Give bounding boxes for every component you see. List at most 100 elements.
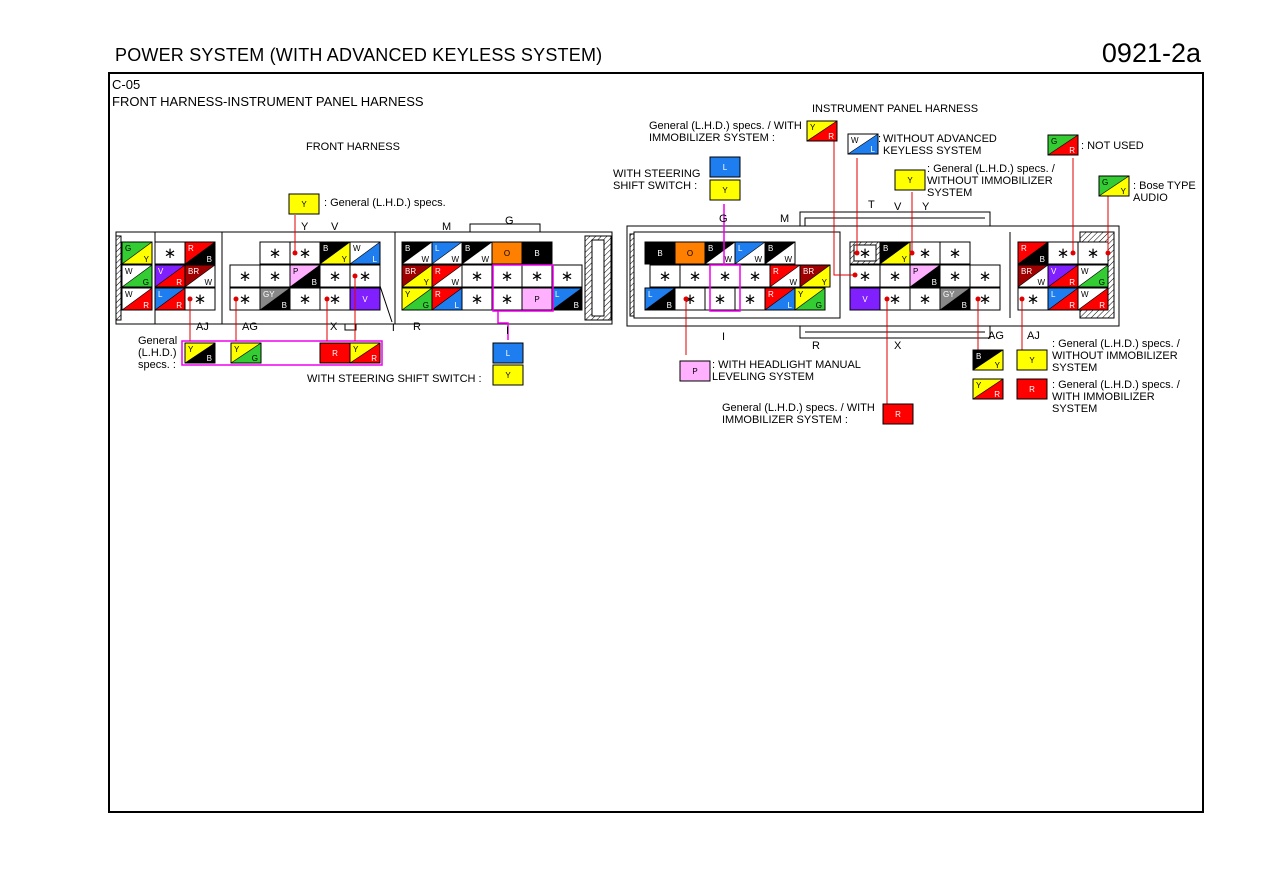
wire-color-code: GY	[263, 290, 275, 299]
unused-mark: ∗	[919, 291, 932, 308]
cavity-ip-mid: ∗	[879, 264, 911, 288]
cavity-ip-left: RL	[764, 287, 796, 311]
conn-label: AJ	[1027, 330, 1040, 342]
general-specs-outline	[181, 340, 383, 366]
unused-mark: ∗	[859, 268, 872, 285]
wire-color-code: Y	[1029, 356, 1035, 365]
unused-mark: ∗	[164, 245, 177, 262]
wire-color-code: P	[534, 295, 539, 304]
wire-stripe-code: W	[451, 255, 459, 264]
wire-with-immob	[833, 138, 855, 276]
wire-color-code: R	[768, 290, 774, 299]
page-number: 0921-2a	[1101, 38, 1201, 68]
conn-label: M	[780, 213, 789, 225]
swatch-steering-l: L	[492, 342, 524, 364]
cavity-right: YG	[401, 287, 433, 311]
note-without-immob-aj: SYSTEM	[1052, 362, 1097, 374]
wire-color-code: O	[504, 249, 510, 258]
cavity-mid: ∗	[229, 264, 261, 288]
unused-mark: ∗	[299, 245, 312, 262]
wire-color-code: L	[1051, 290, 1056, 299]
note-general-multi: General	[138, 335, 177, 347]
wire-color-code: Y	[907, 176, 913, 185]
note-without-adv: KEYLESS SYSTEM	[883, 145, 981, 157]
wire-color-code: L	[555, 290, 560, 299]
wire-color-code: R	[1029, 385, 1035, 394]
unused-mark: ∗	[684, 291, 697, 308]
wire-color-code: L	[506, 349, 511, 358]
wire-stripe-code: L	[871, 145, 876, 154]
unused-mark: ∗	[1087, 245, 1100, 262]
cavity-right: LW	[431, 241, 463, 265]
wire-color-code: GY	[943, 290, 955, 299]
wire-color-code: P	[913, 267, 918, 276]
harness-name: FRONT HARNESS-INSTRUMENT PANEL HARNESS	[112, 94, 424, 109]
cavity-ip-left: BRY	[799, 264, 831, 288]
cavity-right: ∗	[461, 264, 493, 288]
swatch-without-immob: Y	[894, 169, 926, 191]
wire-stripe-code: R	[828, 132, 834, 141]
wire-color-code: BR	[405, 267, 416, 276]
front-harness-caption: FRONT HARNESS	[306, 141, 400, 153]
unused-mark: ∗	[269, 268, 282, 285]
steering-cavity-outline	[492, 264, 554, 312]
wire-color-code: R	[188, 244, 194, 253]
note-headlight: LEVELING SYSTEM	[712, 371, 814, 383]
note-with-immob-aj: : General (L.H.D.) specs. /	[1052, 379, 1181, 391]
unused-mark: ∗	[471, 268, 484, 285]
conn-label: Y	[301, 221, 309, 233]
cavity-right: ∗	[491, 287, 523, 311]
wire-dot	[683, 296, 689, 302]
wire-stripe-code: B	[312, 278, 317, 287]
wire-stripe-code: W	[724, 255, 732, 264]
conn-label: AJ	[196, 321, 209, 333]
wire-color-code: R	[895, 410, 901, 419]
wire-color-code: B	[768, 244, 773, 253]
conn-label: T	[868, 199, 875, 211]
cavity-ip-left: ∗	[679, 264, 711, 288]
swatch-ag-yr: YR	[972, 378, 1004, 400]
note-without-immob-aj: WITHOUT IMMOBILIZER	[1052, 350, 1178, 362]
steering-leader	[497, 311, 509, 340]
cavity-ip-mid: PB	[909, 264, 941, 288]
conn-label: AG	[242, 321, 258, 333]
wire-stripe-code: R	[176, 301, 182, 310]
wire-dot	[352, 273, 358, 279]
wire-color-code: B	[534, 249, 539, 258]
unused-mark: ∗	[979, 268, 992, 285]
wire-stripe-code: W	[481, 255, 489, 264]
wire-stripe-code: R	[1069, 146, 1075, 155]
unused-mark: ∗	[329, 268, 342, 285]
unused-mark: ∗	[659, 268, 672, 285]
ip-harness-caption: INSTRUMENT PANEL HARNESS	[812, 103, 978, 115]
cavity-mid: ∗	[259, 241, 291, 265]
cavity-ip-right: RB	[1017, 241, 1049, 265]
swatch-ag: YG	[230, 342, 262, 364]
conn-label: V	[331, 221, 339, 233]
cavity-ip-left: ∗	[739, 264, 771, 288]
conn-label: V	[894, 201, 902, 213]
cavity-left-a: WG	[121, 264, 153, 288]
swatch-aj: YB	[184, 342, 216, 364]
unused-mark: ∗	[501, 291, 514, 308]
unused-mark: ∗	[299, 291, 312, 308]
wire-color-code: BR	[803, 267, 814, 276]
cavity-ip-left: ∗	[734, 287, 766, 311]
note-steering-ip: SHIFT SWITCH :	[613, 180, 697, 192]
wire-color-code: W	[1081, 290, 1089, 299]
cavity-ip-mid: ∗	[909, 287, 941, 311]
note-without-immob: : General (L.H.D.) specs. /	[927, 163, 1056, 175]
wire-stripe-code: B	[667, 301, 672, 310]
unused-mark: ∗	[501, 268, 514, 285]
cavity-right: O	[491, 241, 523, 265]
wire-color-code: W	[1081, 267, 1089, 276]
wire-stripe-code: W	[789, 278, 797, 287]
swatch-aj-y: Y	[1016, 349, 1048, 371]
wire-dot	[884, 296, 890, 302]
cavity-mid: ∗	[349, 264, 381, 288]
steering-cavity-outline-ip	[709, 264, 741, 312]
note-steering: WITH STEERING SHIFT SWITCH :	[307, 373, 482, 385]
wire-stripe-code: R	[1099, 301, 1105, 310]
wire-color-code: Y	[722, 186, 728, 195]
unused-mark: ∗	[194, 291, 207, 308]
